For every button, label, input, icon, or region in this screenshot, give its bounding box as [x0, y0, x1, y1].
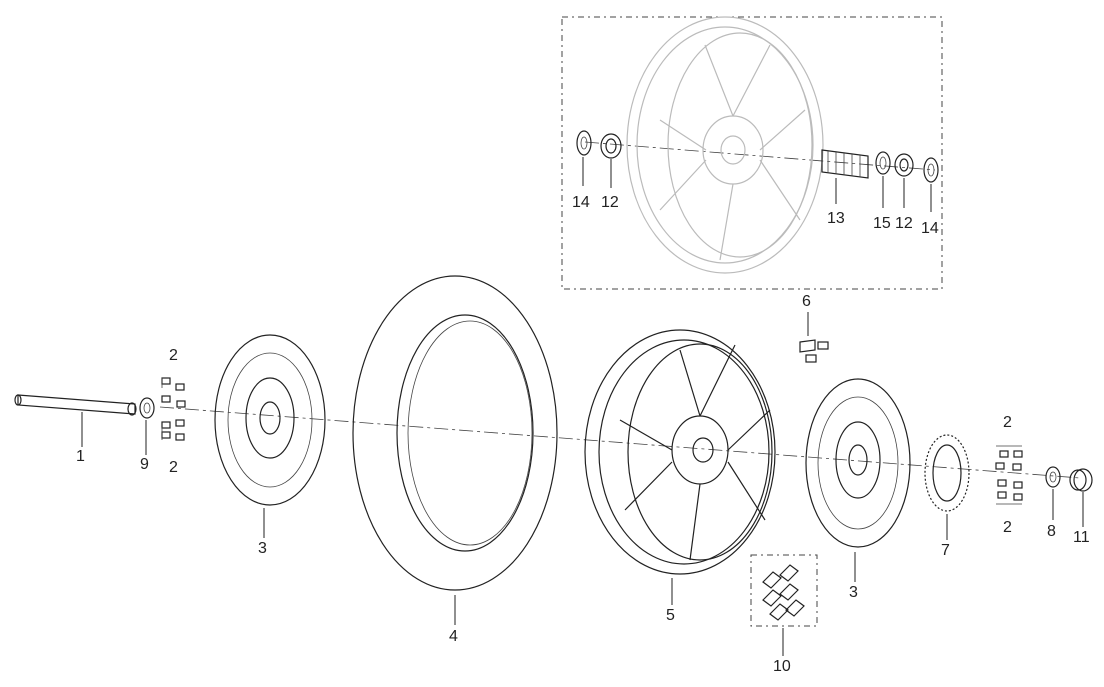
oil-seal-icon — [576, 130, 592, 156]
wheel-rim-icon — [584, 329, 776, 575]
callout-12: 12 — [895, 215, 913, 232]
collar-icon — [139, 397, 155, 419]
callout-10: 10 — [773, 658, 791, 675]
callout-8: 8 — [1047, 523, 1056, 540]
callout-5: 5 — [666, 607, 675, 624]
callout-13: 13 — [827, 210, 845, 227]
callout-15: 15 — [873, 215, 891, 232]
spacer-ring-icon — [875, 151, 891, 175]
center-axis-line — [159, 406, 1081, 479]
spacer-icon — [1045, 466, 1061, 488]
bolt-icon — [997, 479, 1023, 501]
callout-14: 14 — [921, 220, 939, 237]
callout-14: 14 — [572, 194, 590, 211]
callout-12: 12 — [601, 194, 619, 211]
abs-ring-icon — [924, 434, 970, 512]
callout-2: 2 — [1003, 414, 1012, 431]
bearing-icon — [600, 133, 622, 159]
balance-weight-icon — [750, 554, 818, 627]
callout-2: 2 — [169, 459, 178, 476]
brake-disc-icon — [214, 334, 326, 506]
callout-2: 2 — [1003, 519, 1012, 536]
inset-detail-box — [561, 16, 943, 290]
callout-1: 1 — [76, 448, 85, 465]
bolt-icon — [161, 377, 186, 408]
leader-lines — [81, 157, 1084, 656]
bearing-icon — [894, 153, 914, 177]
hub-sleeve-icon — [821, 149, 869, 179]
callout-2: 2 — [169, 347, 178, 364]
oil-seal-icon — [923, 157, 939, 183]
callout-4: 4 — [449, 628, 458, 645]
valve-icon — [799, 339, 829, 363]
axle-icon — [14, 394, 137, 416]
inset-axis-line — [584, 141, 936, 171]
collar-icon — [1069, 468, 1093, 492]
callout-9: 9 — [140, 456, 149, 473]
bolt-icon — [161, 419, 185, 441]
callout-7: 7 — [941, 542, 950, 559]
tire-icon — [352, 275, 558, 591]
callout-3: 3 — [849, 584, 858, 601]
callout-6: 6 — [802, 293, 811, 310]
bolt-icon — [995, 450, 1023, 471]
callout-11: 11 — [1073, 529, 1090, 546]
ghost-wheel — [626, 16, 824, 274]
brake-disc-icon — [805, 378, 911, 548]
callout-3: 3 — [258, 540, 267, 557]
